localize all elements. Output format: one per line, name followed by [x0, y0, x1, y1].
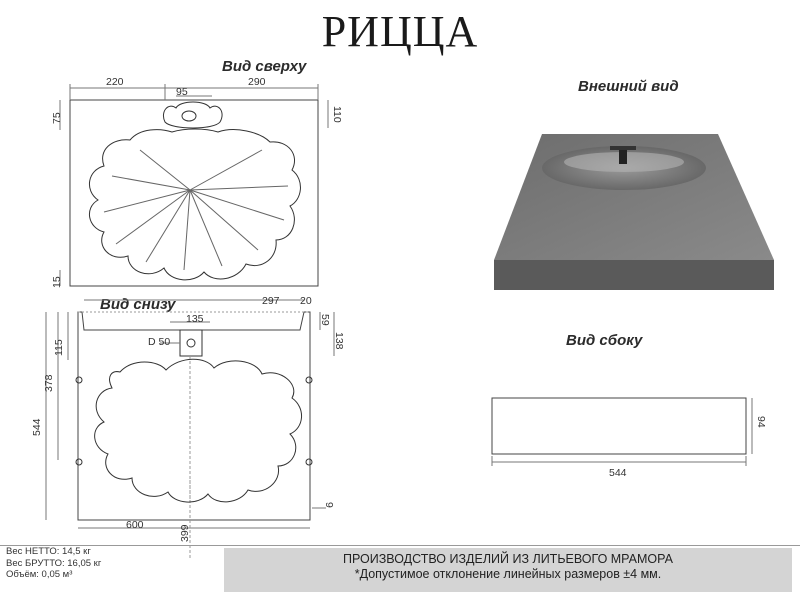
dim-side-94: 94: [755, 416, 767, 428]
side-view-label: Вид сбоку: [566, 332, 643, 349]
dim-bottom-378: 378: [43, 374, 55, 392]
product-title: РИЦЦА: [321, 7, 479, 56]
exterior-view-label: Внешний вид: [578, 78, 679, 95]
dim-bottom-20: 20: [300, 295, 312, 307]
footer-divider: [0, 545, 800, 546]
dim-top-110: 110: [331, 106, 343, 123]
dim-bottom-115: 115: [53, 339, 65, 356]
dim-top-75: 75: [51, 112, 63, 124]
top-view-label: Вид сверху: [222, 58, 307, 75]
dim-top-95: 95: [176, 86, 188, 98]
dim-side-544: 544: [609, 467, 627, 479]
production-banner: ПРОИЗВОДСТВО ИЗДЕЛИЙ ИЗ ЛИТЬЕВОГО МРАМОР…: [224, 548, 792, 592]
gross-weight: Вес БРУТТО: 16,05 кг: [6, 557, 102, 569]
weight-info: Вес НЕТТО: 14,5 кг Вес БРУТТО: 16,05 кг …: [6, 546, 211, 581]
dim-bottom-138: 138: [333, 332, 345, 350]
exterior-view-image: [494, 134, 774, 290]
dim-top-15: 15: [51, 276, 63, 288]
dim-bottom-399: 399: [179, 524, 191, 542]
net-weight: Вес НЕТТО: 14,5 кг: [6, 546, 91, 557]
bottom-view-drawing: [45, 299, 335, 560]
dim-top-220: 220: [106, 76, 124, 88]
top-view-drawing: [59, 84, 329, 287]
volume: Объём: 0,05 м³: [6, 569, 73, 580]
tolerance-note: *Допустимое отклонение линейных размеров…: [354, 567, 662, 581]
production-text: ПРОИЗВОДСТВО ИЗДЕЛИЙ ИЗ ЛИТЬЕВОГО МРАМОР…: [343, 552, 673, 566]
side-view-drawing: [491, 397, 753, 466]
dim-bottom-600: 600: [126, 519, 144, 531]
dim-bottom-297: 297: [262, 295, 280, 307]
dim-bottom-9: 9: [323, 502, 335, 508]
dim-bottom-135: 135: [186, 313, 204, 325]
dim-bottom-d50: D 50: [148, 336, 171, 348]
dim-bottom-544: 544: [31, 418, 43, 436]
dim-top-290: 290: [248, 76, 266, 88]
dim-bottom-59: 59: [319, 314, 331, 326]
